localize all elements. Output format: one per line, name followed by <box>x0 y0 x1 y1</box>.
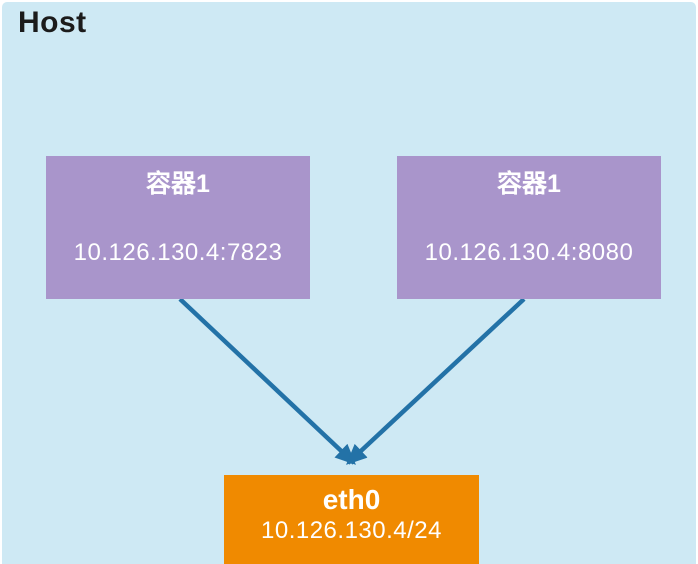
eth0-name: eth0 <box>322 484 381 515</box>
container-2-address: 10.126.130.4:8080 <box>424 239 634 266</box>
arrow-container2-to-eth0 <box>346 297 526 465</box>
host-label: Host <box>18 6 87 39</box>
container-node-2: 容器1 10.126.130.4:8080 <box>397 156 661 299</box>
container-node-1: 容器1 10.126.130.4:7823 <box>46 156 310 299</box>
eth0-node: eth0 10.126.130.4/24 <box>224 475 479 564</box>
eth0-address: 10.126.130.4/24 <box>261 517 442 544</box>
arrow-container1-to-eth0 <box>178 297 356 465</box>
container-1-title: 容器1 <box>146 170 210 198</box>
container-2-title: 容器1 <box>497 170 561 198</box>
container-1-address: 10.126.130.4:7823 <box>73 239 283 266</box>
